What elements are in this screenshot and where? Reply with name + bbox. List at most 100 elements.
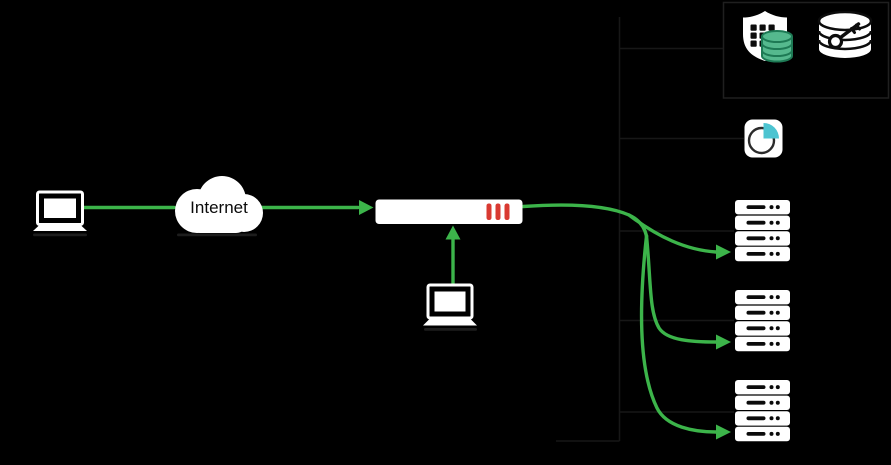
server-unit [735, 305, 790, 320]
server-unit-led [775, 385, 780, 390]
laptop-screen [44, 198, 76, 218]
server-unit-slot [746, 416, 766, 421]
server-unit-led [769, 310, 774, 315]
server-unit-slot [746, 432, 766, 436]
server-stack-1 [735, 200, 790, 262]
admin-laptop-shadow [424, 328, 477, 331]
server-unit [735, 411, 790, 426]
server-unit-slot [746, 295, 766, 299]
server-unit [735, 380, 790, 395]
server-unit-slot [746, 342, 766, 346]
connector-tree [556, 17, 744, 442]
cylinder-band [761, 43, 793, 50]
green-arrowheads [359, 200, 731, 440]
server-unit-led [769, 326, 774, 331]
key-head [827, 33, 844, 50]
appliance-port-bars [486, 203, 510, 220]
grid-cell [750, 40, 757, 47]
cylinder-top [817, 10, 873, 32]
server-unit-led [775, 431, 780, 436]
server-stack-3 [735, 380, 790, 442]
client-laptop-shadow [33, 233, 87, 237]
server-unit-slot [746, 310, 766, 315]
cloud-body [188, 206, 248, 233]
server-unit-slot [746, 326, 766, 331]
laptop-base [423, 318, 477, 326]
admin-laptop-icon [423, 283, 477, 326]
pie-wedge [763, 123, 779, 139]
server-unit-led [775, 220, 780, 225]
server-unit-led [769, 385, 774, 390]
pie-circle-outline [747, 126, 776, 155]
server-unit [735, 395, 790, 410]
laptop-screen [434, 291, 466, 312]
key-tooth [850, 27, 856, 34]
server-unit-led [769, 205, 774, 210]
server-unit [735, 321, 790, 336]
server-unit-led [769, 431, 774, 436]
server-unit-led [775, 326, 780, 331]
server-unit-led [775, 236, 780, 241]
server-unit-led [775, 310, 780, 315]
internet-cloud: Internet [175, 176, 263, 233]
server-stack-2 [735, 290, 790, 352]
server-unit [735, 336, 790, 352]
icon-shadows [33, 233, 477, 331]
server-unit-led [775, 341, 780, 346]
arrowhead-into-appliance-bottom [445, 225, 461, 240]
database-key-icon [817, 10, 873, 58]
cylinder-top [761, 30, 793, 43]
grid-cell [750, 32, 757, 39]
server-unit-led [775, 416, 780, 421]
branch-arrow-2-line [644, 234, 718, 344]
key-shaft [838, 22, 861, 40]
server-unit-slot [746, 220, 766, 225]
grid-cell [768, 24, 775, 31]
server-unit-led [775, 295, 780, 300]
server-unit [735, 290, 790, 305]
grid-cell [759, 24, 766, 31]
server-unit-led [769, 416, 774, 421]
appliance-body [375, 199, 523, 224]
server-unit-led [769, 400, 774, 405]
server-unit [735, 426, 790, 442]
internet-label: Internet [190, 198, 248, 217]
port-bar [504, 203, 510, 220]
branch-arrow-3-line [639, 234, 718, 434]
port-bar [495, 203, 501, 220]
cylinder-band [761, 50, 793, 57]
server-unit-slot [746, 385, 766, 389]
cylinder-band [817, 39, 873, 51]
database-cylinder-teal [761, 30, 793, 63]
key-icon [827, 22, 861, 50]
server-unit-led [775, 251, 780, 256]
appliance-icon [375, 199, 523, 224]
icon-group-box [722, 1, 890, 99]
appliance-feeder-line [521, 203, 649, 238]
server-unit-slot [746, 252, 766, 256]
port-bar [486, 203, 492, 220]
cloud-icon [175, 176, 263, 233]
server-unit-slot [746, 205, 766, 209]
server-unit-led [769, 220, 774, 225]
arrowhead-into-appliance [359, 200, 374, 215]
server-unit [735, 231, 790, 246]
server-unit-led [775, 400, 780, 405]
client-laptop-icon [33, 190, 87, 231]
server-unit-slot [746, 400, 766, 405]
pie-chart-icon [744, 119, 783, 158]
server-unit [735, 246, 790, 262]
server-unit-led [769, 295, 774, 300]
branch-arrow-1-line [627, 213, 718, 254]
green-lines [81, 203, 718, 434]
arrowhead-server2 [716, 334, 731, 350]
arrowhead-server1 [716, 244, 731, 260]
server-unit-led [769, 251, 774, 256]
shield-database-icon [743, 11, 793, 63]
cylinder-band [817, 30, 873, 42]
server-unit-led [769, 341, 774, 346]
server-unit-led [775, 205, 780, 210]
grid-cell [750, 24, 757, 31]
arrowhead-server3 [716, 424, 731, 440]
